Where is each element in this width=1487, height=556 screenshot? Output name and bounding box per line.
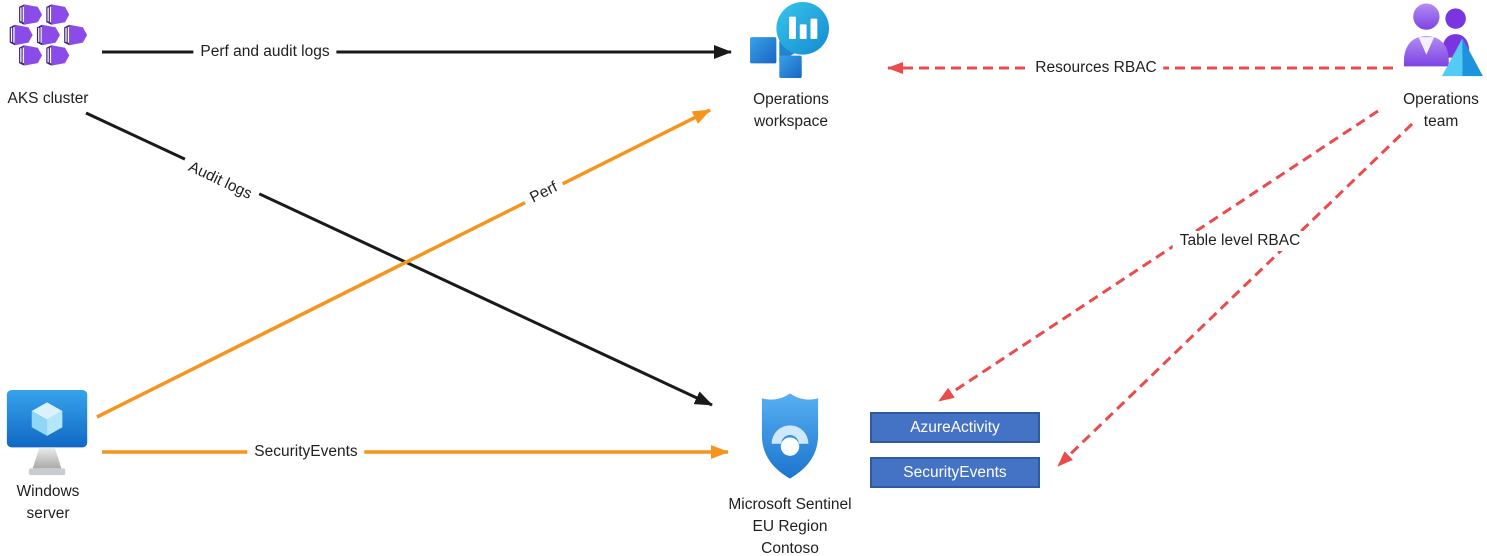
- log-analytics-workspace-icon: [750, 2, 830, 79]
- node-label-operations-team: Operations team: [1391, 89, 1487, 133]
- label-line: Microsoft Sentinel: [728, 496, 852, 513]
- node-label-microsoft-sentinel: Microsoft Sentinel EU Region Contoso: [715, 494, 865, 556]
- label-line: EU Region: [752, 518, 828, 535]
- label-line: Operations: [1403, 91, 1479, 108]
- node-label-aks-cluster: AKS cluster: [7, 90, 89, 107]
- node-operations-workspace: Operations workspace: [741, 2, 841, 133]
- node-label-windows-server: Windows server: [0, 481, 96, 525]
- operations-team-icon: [1403, 3, 1483, 77]
- label-line: Windows: [16, 483, 80, 500]
- edge-label-table-level-rbac: Table level RBAC: [1172, 231, 1308, 251]
- table-box-securityevents: SecurityEvents: [870, 457, 1040, 488]
- edge-perf: [96, 108, 711, 419]
- label-line: Contoso: [761, 540, 819, 556]
- label-line: server: [26, 505, 70, 522]
- table-box-label: SecurityEvents: [903, 463, 1007, 481]
- windows-server-icon: [6, 390, 88, 476]
- node-aks-cluster: AKS cluster: [0, 2, 98, 110]
- label-line: team: [1423, 113, 1459, 130]
- aks-cluster-icon: [9, 4, 88, 66]
- node-label-operations-workspace: Operations workspace: [741, 89, 841, 133]
- table-box-label: AzureActivity: [910, 418, 1000, 436]
- node-windows-server: Windows server: [0, 390, 96, 525]
- edge-label-perf-and-audit-logs: Perf and audit logs: [193, 42, 337, 62]
- microsoft-sentinel-icon: [761, 393, 819, 479]
- edge-label-resources-rbac: Resources RBAC: [1028, 58, 1164, 78]
- edge-label-security-events: SecurityEvents: [247, 442, 365, 462]
- table-box-azureactivity: AzureActivity: [870, 412, 1040, 443]
- edge-table-rbac-azureactivity: [938, 109, 1379, 403]
- node-microsoft-sentinel: Microsoft Sentinel EU Region Contoso: [715, 390, 865, 556]
- edge-table-rbac-securityevents: [1056, 122, 1414, 468]
- label-line: Operations: [753, 91, 829, 108]
- node-operations-team: Operations team: [1391, 2, 1487, 133]
- label-line: workspace: [753, 113, 829, 130]
